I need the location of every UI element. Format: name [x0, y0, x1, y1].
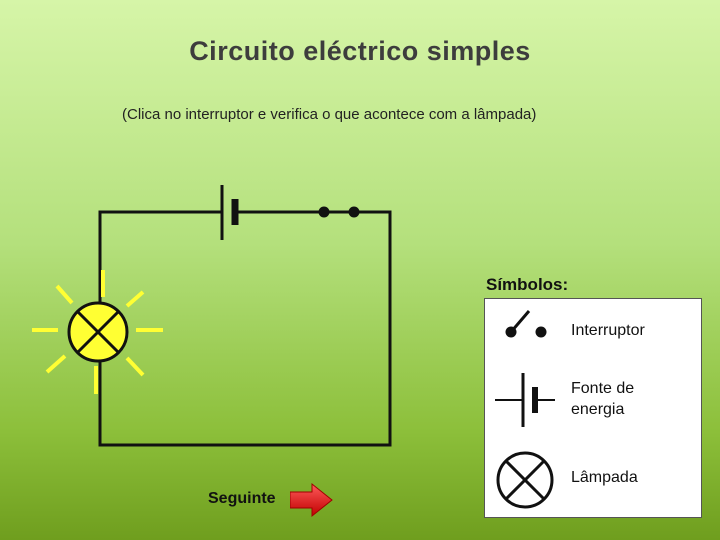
wire-left-bottom: [98, 210, 392, 447]
battery-symbol-icon: [495, 373, 555, 427]
circuit-wires: [98, 210, 392, 447]
lamp-icon: [67, 301, 129, 363]
legend-label-lamp: Lâmpada: [571, 469, 638, 486]
legend-label-switch: Interruptor: [571, 322, 645, 339]
symbols-heading: Símbolos:: [486, 275, 569, 294]
circuit-switch[interactable]: [312, 196, 368, 228]
wire-top-left: [98, 210, 222, 302]
battery-icon: [220, 185, 239, 240]
lamp-symbol-icon: [496, 451, 554, 509]
symbols-legend: Interruptor Fonte de energia Lâmpada: [484, 298, 702, 518]
next-button[interactable]: [289, 482, 336, 518]
red-arrow-right-icon[interactable]: [289, 482, 336, 518]
instruction-text: (Clica no interruptor e verifica o que a…: [122, 106, 537, 123]
light-rays: [32, 270, 163, 394]
next-label[interactable]: Seguinte: [208, 490, 276, 507]
page-title: Circuito eléctrico simples: [189, 36, 531, 66]
switch-symbol-icon: [505, 310, 547, 338]
legend-label-battery: Fonte de energia: [571, 380, 635, 418]
